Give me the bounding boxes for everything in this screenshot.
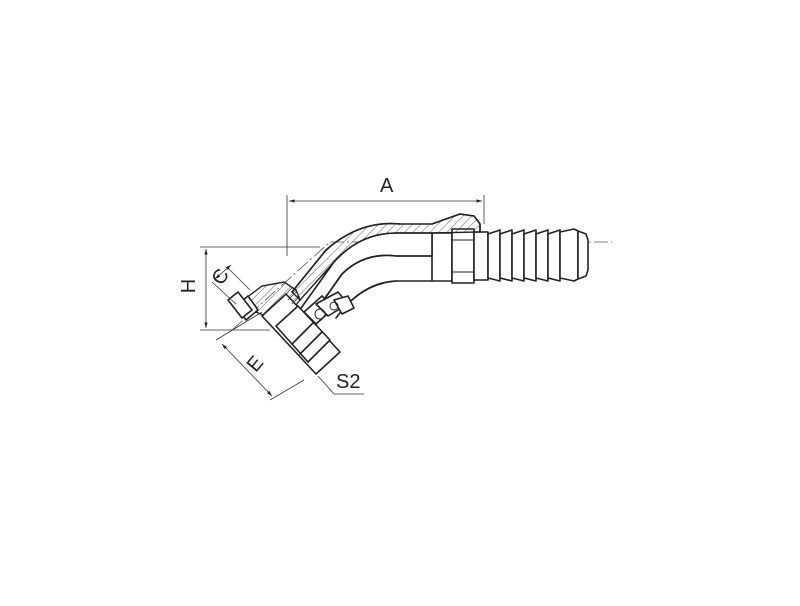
dimension-c <box>211 264 251 305</box>
dimension-e <box>215 311 305 401</box>
leader-s2 <box>317 375 364 395</box>
label-c: C <box>208 265 234 289</box>
dimension-h <box>200 246 320 331</box>
label-a: A <box>380 175 394 197</box>
label-s2: S2 <box>336 371 360 393</box>
label-e: E <box>243 352 268 376</box>
label-h: H <box>178 279 200 293</box>
hose-tail <box>431 228 589 284</box>
dimension-a <box>286 195 485 256</box>
swivel-nut-end <box>227 281 355 375</box>
